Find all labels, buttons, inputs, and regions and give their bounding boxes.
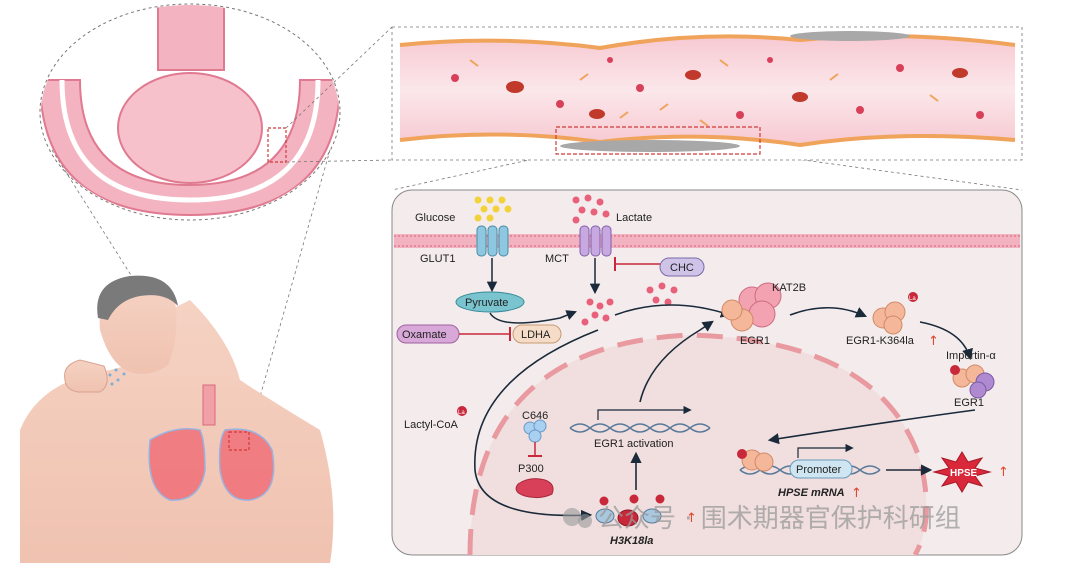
egr1-nuclear-label: EGR1: [954, 397, 984, 409]
egr1-activation-label: EGR1 activation: [594, 438, 673, 450]
hpse-label: HPSE: [950, 468, 978, 479]
nucleus: [467, 332, 929, 557]
hpse-mrna-label: HPSE mRNA: [778, 487, 845, 499]
hpse-up-arrow: ↑: [998, 465, 1009, 480]
h3k18la-label: H3K18la: [610, 535, 653, 547]
lactate-to-egr1-arrow: [614, 304, 733, 318]
chc-label: CHC: [670, 262, 694, 274]
lactyl-coa-node: La: [457, 406, 467, 416]
c646-label: C646: [522, 410, 548, 422]
egr1-lactylation-arrow: [789, 306, 868, 318]
chc-inhibitor: CHC: [614, 257, 705, 277]
glut1-label: GLUT1: [420, 253, 455, 265]
hpse-star: HPSE: [932, 451, 992, 493]
cough-particles: [108, 368, 126, 386]
patient-figure: [20, 275, 334, 563]
egr1-k364la-up-arrow: ↑: [928, 334, 939, 349]
importin-label: Importin-α: [946, 350, 996, 362]
lactyl-coa-label: Lactyl-CoA: [404, 419, 458, 431]
glut1-transporter: [476, 225, 509, 257]
lactate-molecules-cytosol: [581, 282, 678, 326]
mct-label: MCT: [545, 253, 569, 265]
activation-to-egr1-arrow: [639, 320, 714, 403]
pyruvate-to-lactate-arrow: [489, 310, 577, 324]
la-tag-egr1: La: [909, 296, 916, 302]
egr1-k364la-label: EGR1-K364la: [846, 335, 915, 347]
wechat-watermark: 公众号 · 围术期器官保护科研组: [563, 504, 961, 534]
ldha-label: LDHA: [521, 329, 551, 341]
pyruvate-label: Pyruvate: [465, 297, 508, 309]
oxamate-label: Oxamate: [402, 329, 447, 341]
vessel-magnified-circle: [39, 3, 341, 221]
importin-egr1-complex: [950, 364, 995, 399]
promoter-label: Promoter: [796, 464, 842, 476]
kat2b-label: KAT2B: [772, 282, 806, 294]
p300-protein: [515, 478, 554, 499]
nuclear-import-arrow: [767, 409, 976, 445]
lactate-label: Lactate: [616, 212, 652, 224]
c646-inhibitor: [523, 419, 547, 457]
lungs: [148, 384, 275, 501]
kat2b-egr1-complex: [721, 282, 782, 332]
pyruvate-node: Pyruvate: [455, 291, 525, 313]
mct-transporter: [579, 225, 612, 257]
histone-h3k18la: [595, 494, 665, 527]
watermark-text: 公众号 · 围术期器官保护科研组: [598, 504, 961, 534]
ldha-enzyme: LDHA: [512, 324, 562, 344]
hpse-mrna-up-arrow: ↑: [851, 486, 862, 501]
p300-label: P300: [518, 463, 544, 475]
egr1-label: EGR1: [740, 335, 770, 347]
glucose-molecules: [474, 196, 512, 222]
egr1-k364la-protein: La: [872, 292, 918, 335]
lactate-to-histone-arrow: [474, 329, 599, 521]
pathway-panel: [391, 189, 1023, 557]
lactate-molecules-top: [572, 194, 610, 224]
cell-membrane: [394, 234, 1020, 248]
to-importin-arrow: [919, 321, 973, 361]
hpse-promoter-dna: Promoter: [737, 443, 881, 479]
oxamate-inhibitor: Oxamate: [396, 324, 511, 344]
la-tag-lactyl: La: [458, 410, 465, 416]
glucose-label: Glucose: [415, 212, 455, 224]
egr1-activation-dna: [569, 405, 711, 433]
h3k18la-up-arrow: ↑: [686, 511, 697, 526]
vessel-segment-panel: [391, 26, 1023, 161]
